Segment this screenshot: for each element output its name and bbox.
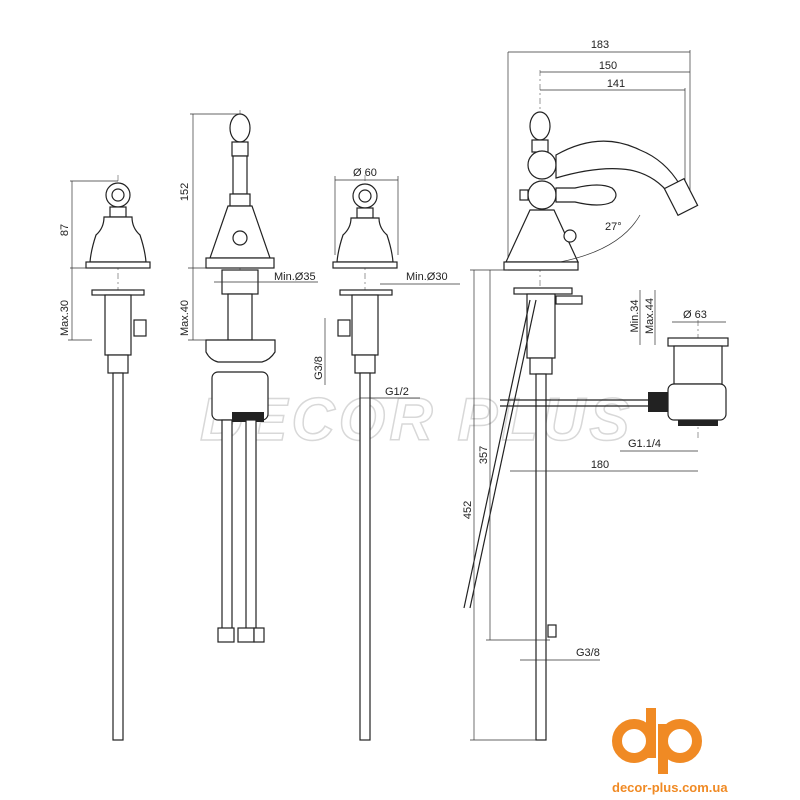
brand-website: decor-plus.com.ua (612, 780, 728, 795)
dim-152: 152 (179, 183, 191, 201)
dim-max30: Max.30 (59, 300, 71, 336)
dim-d60: Ø 60 (353, 167, 377, 179)
dim-141: 141 (607, 78, 625, 90)
dim-max40: Max.40 (179, 300, 191, 336)
view-side-1: 87 Max.30 (59, 175, 151, 741)
dim-g38-hose: G3/8 (576, 647, 600, 659)
dim-180: 180 (591, 459, 609, 471)
watermark: DECOR PLUS (200, 386, 633, 453)
view-front-4: 183 150 141 27° Ø 63 Min.34 Max (462, 39, 729, 741)
dim-g12: G1/2 (385, 386, 409, 398)
dim-g38-inlet: G3/8 (313, 356, 325, 380)
dim-min35: Min.Ø35 (274, 271, 316, 283)
dim-452: 452 (462, 501, 474, 519)
dim-g114: G1.1/4 (628, 438, 661, 450)
brand-logo: decor-plus.com.ua (612, 708, 728, 795)
dim-max44: Max.44 (644, 298, 656, 334)
dim-min30: Min.Ø30 (406, 271, 448, 283)
dim-87: 87 (59, 224, 71, 236)
dim-357: 357 (478, 446, 490, 464)
dim-d63: Ø 63 (683, 309, 707, 321)
dim-183: 183 (591, 39, 609, 51)
dim-min34: Min.34 (629, 299, 641, 332)
view-side-3: Ø 60 Min.Ø30 G3/8 G1/2 (313, 167, 460, 741)
view-front-2: 152 Max.40 Min.Ø35 (179, 110, 318, 643)
dim-150: 150 (599, 60, 617, 72)
dim-angle-27: 27° (605, 221, 622, 233)
